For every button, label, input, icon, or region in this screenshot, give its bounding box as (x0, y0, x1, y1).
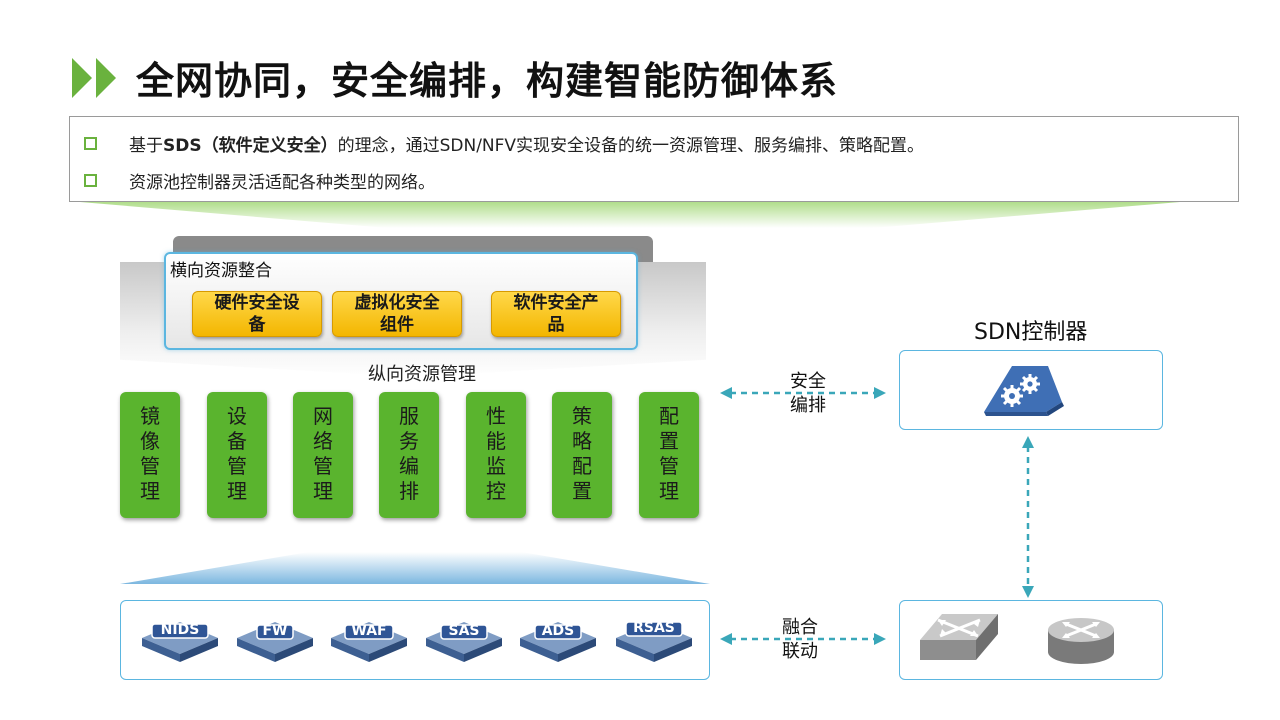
link-label-line: 安全 (790, 371, 826, 392)
green-glow (80, 202, 1180, 228)
bullet-2-text: 资源池控制器灵活适配各种类型的网络。 (129, 173, 435, 193)
link-label-line: 联动 (782, 641, 818, 662)
resource-item-virtual: 虚拟化安全组件 (332, 291, 462, 337)
device-label: SAS (448, 623, 480, 639)
bullet-square-icon (84, 137, 97, 150)
resource-item-software: 软件安全产品 (491, 291, 621, 337)
device-label: NIDS (160, 622, 200, 638)
pillar-label: 性能监控 (486, 404, 506, 503)
appliance-icon (616, 621, 692, 662)
switch-icon (920, 614, 998, 660)
orchestration-connector (720, 387, 886, 399)
device-sas: SAS (424, 608, 504, 664)
device-waf: WAF (329, 608, 409, 664)
router-icon (1048, 618, 1114, 664)
device-fw: FW (235, 608, 315, 664)
bullet-square-icon (84, 174, 97, 187)
orchestration-label: 安全 编排 (778, 370, 838, 418)
pillar-network: 网络管理 (293, 392, 353, 518)
summary-bullet-2: 资源池控制器灵活适配各种类型的网络。 (84, 168, 435, 193)
pillar-label: 镜像管理 (140, 404, 160, 503)
device-nids: NIDS (140, 608, 220, 664)
bullet-1-bold: SDS（软件定义安全） (163, 136, 338, 156)
link-label-line: 编排 (790, 395, 826, 416)
appliance-icon (426, 622, 502, 662)
pillar-label: 配置管理 (659, 404, 679, 503)
pillar-config: 配置管理 (639, 392, 699, 518)
appliance-icon (142, 622, 218, 662)
pillar-label: 设备管理 (227, 404, 247, 503)
vertical-management-label: 纵向资源管理 (368, 364, 476, 385)
pillar-label: 服务编排 (399, 404, 419, 503)
integration-label: 横向资源整合 (170, 261, 272, 281)
device-pool-box (120, 600, 710, 680)
pillar-performance: 性能监控 (466, 392, 526, 518)
pillar-label: 策略配置 (572, 404, 592, 503)
link-label-line: 融合 (782, 617, 818, 638)
page-title: 全网协同，安全编排，构建智能防御体系 (136, 59, 839, 103)
double-chevron-right-icon (72, 58, 116, 98)
device-label: RSAS (633, 620, 675, 636)
appliance-icon (237, 622, 313, 662)
blue-glow (120, 552, 710, 584)
pillar-policy: 策略配置 (552, 392, 612, 518)
bullet-1-prefix: 基于 (129, 136, 163, 156)
device-rsas: RSAS (614, 608, 694, 664)
appliance-icon (520, 622, 596, 662)
resource-item-label: 硬件安全设备 (214, 293, 300, 335)
resource-item-label: 虚拟化安全组件 (354, 293, 440, 335)
pillar-mirror: 镜像管理 (120, 392, 180, 518)
gears-icon (984, 366, 1064, 416)
fusion-connector (720, 633, 886, 645)
pillar-label: 网络管理 (313, 404, 333, 503)
device-label: FW (262, 623, 288, 639)
resource-item-hardware: 硬件安全设备 (192, 291, 322, 337)
appliance-icon (331, 622, 407, 662)
device-label: WAF (351, 623, 387, 639)
pillar-device: 设备管理 (207, 392, 267, 518)
device-ads: ADS (518, 608, 598, 664)
vertical-connector (1022, 436, 1034, 598)
bullet-1-suffix: 的理念，通过SDN/NFV实现安全设备的统一资源管理、服务编排、策略配置。 (337, 136, 925, 156)
device-label: ADS (541, 623, 575, 639)
fusion-label: 融合 联动 (770, 616, 830, 664)
sdn-controller-title: SDN控制器 (974, 320, 1088, 345)
pillar-service: 服务编排 (379, 392, 439, 518)
resource-item-label: 软件安全产品 (513, 293, 599, 335)
